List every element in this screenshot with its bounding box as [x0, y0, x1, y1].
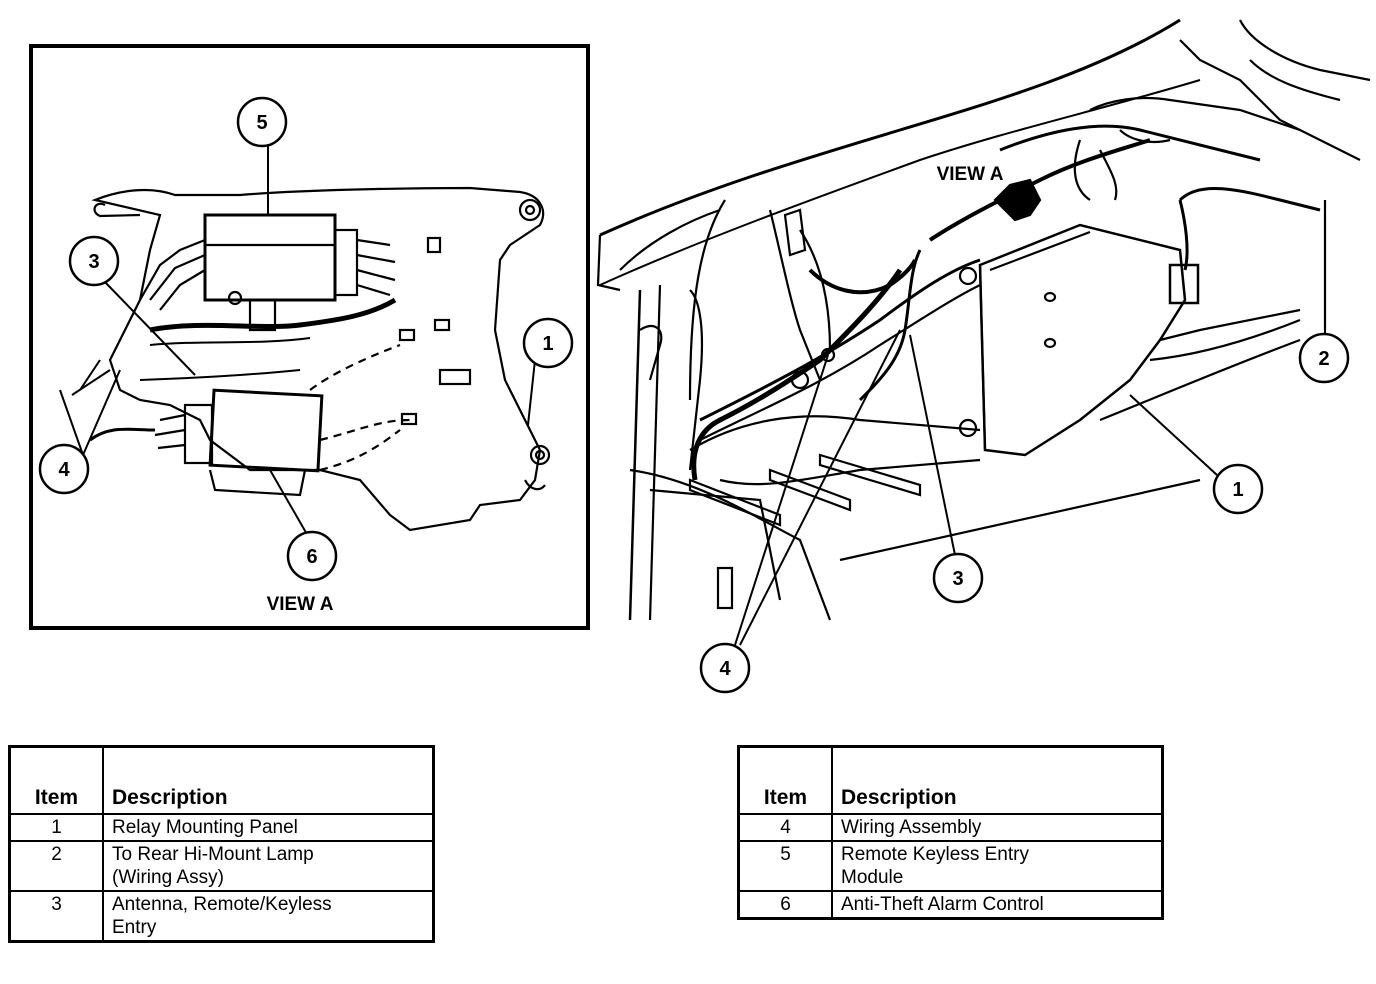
main-callout-2: 2	[1298, 332, 1350, 384]
item-description: Wiring Assembly	[831, 813, 1164, 842]
table-row: 3 Antenna, Remote/Keyless Entry	[8, 890, 435, 943]
main-callout-4-label: 4	[719, 658, 731, 680]
callout-6: 6	[286, 530, 338, 582]
main-callout-1: 1	[1212, 463, 1264, 515]
main-callout-4: 4	[699, 642, 751, 694]
legend-item-header: Item	[737, 745, 833, 815]
inset-frame	[29, 44, 590, 630]
keyless-entry-module-drawing	[139, 213, 396, 332]
item-number: 3	[8, 890, 104, 943]
item-number: 6	[737, 890, 833, 920]
relay-mounting-panel	[91, 186, 545, 532]
main-vehicle-view	[596, 18, 1371, 646]
anti-theft-control-drawing	[89, 388, 324, 497]
item-description: Anti-Theft Alarm Control	[831, 890, 1164, 920]
table-row: 1 Relay Mounting Panel	[8, 813, 435, 842]
callout-4: 4	[38, 443, 90, 495]
table-row: 5 Remote Keyless Entry Module	[737, 840, 1164, 892]
main-view-label: VIEW A	[937, 164, 1004, 185]
legend-item-header: Item	[8, 745, 104, 815]
item-description: To Rear Hi-Mount Lamp (Wiring Assy)	[102, 840, 435, 892]
legend-table-right: Item Description 4 Wiring Assembly 5 Rem…	[737, 745, 1164, 920]
main-callouts: VIEW A 2 1 3 4	[699, 164, 1350, 694]
inset-view-label: VIEW A	[267, 594, 334, 615]
item-number: 2	[8, 840, 104, 892]
callout-4-label: 4	[58, 459, 70, 481]
item-number: 1	[8, 813, 104, 842]
item-number: 4	[737, 813, 833, 842]
item-description: Antenna, Remote/Keyless Entry	[102, 890, 435, 943]
legend-description-header: Description	[831, 745, 1164, 815]
callout-3: 3	[68, 235, 120, 287]
table-row: 4 Wiring Assembly	[737, 813, 1164, 842]
inset-view-a	[29, 44, 590, 630]
item-description: Relay Mounting Panel	[102, 813, 435, 842]
callout-6-label: 6	[306, 546, 317, 568]
main-callout-1-label: 1	[1232, 479, 1243, 501]
callout-1: 1	[522, 317, 574, 369]
main-callout-3-label: 3	[952, 568, 963, 590]
legend-table-left: Item Description 1 Relay Mounting Panel …	[8, 745, 435, 943]
callout-3-label: 3	[88, 251, 99, 273]
main-callout-3: 3	[932, 552, 984, 604]
item-number: 5	[737, 840, 833, 892]
callout-5-label: 5	[256, 112, 267, 134]
legend-header-row: Item Description	[8, 745, 435, 815]
table-row: 6 Anti-Theft Alarm Control	[737, 890, 1164, 920]
callout-1-label: 1	[542, 333, 553, 355]
legend-description-header: Description	[102, 745, 435, 815]
callout-5: 5	[236, 96, 288, 148]
legend-header-row: Item Description	[737, 745, 1164, 815]
relay-mounting-panel-main	[978, 223, 1187, 457]
view-a-arrow	[993, 178, 1042, 222]
item-description: Remote Keyless Entry Module	[831, 840, 1164, 892]
main-callout-2-label: 2	[1318, 348, 1329, 370]
table-row: 2 To Rear Hi-Mount Lamp (Wiring Assy)	[8, 840, 435, 892]
inset-callouts: 5 3 1 4 6 VIEW A	[38, 96, 574, 615]
